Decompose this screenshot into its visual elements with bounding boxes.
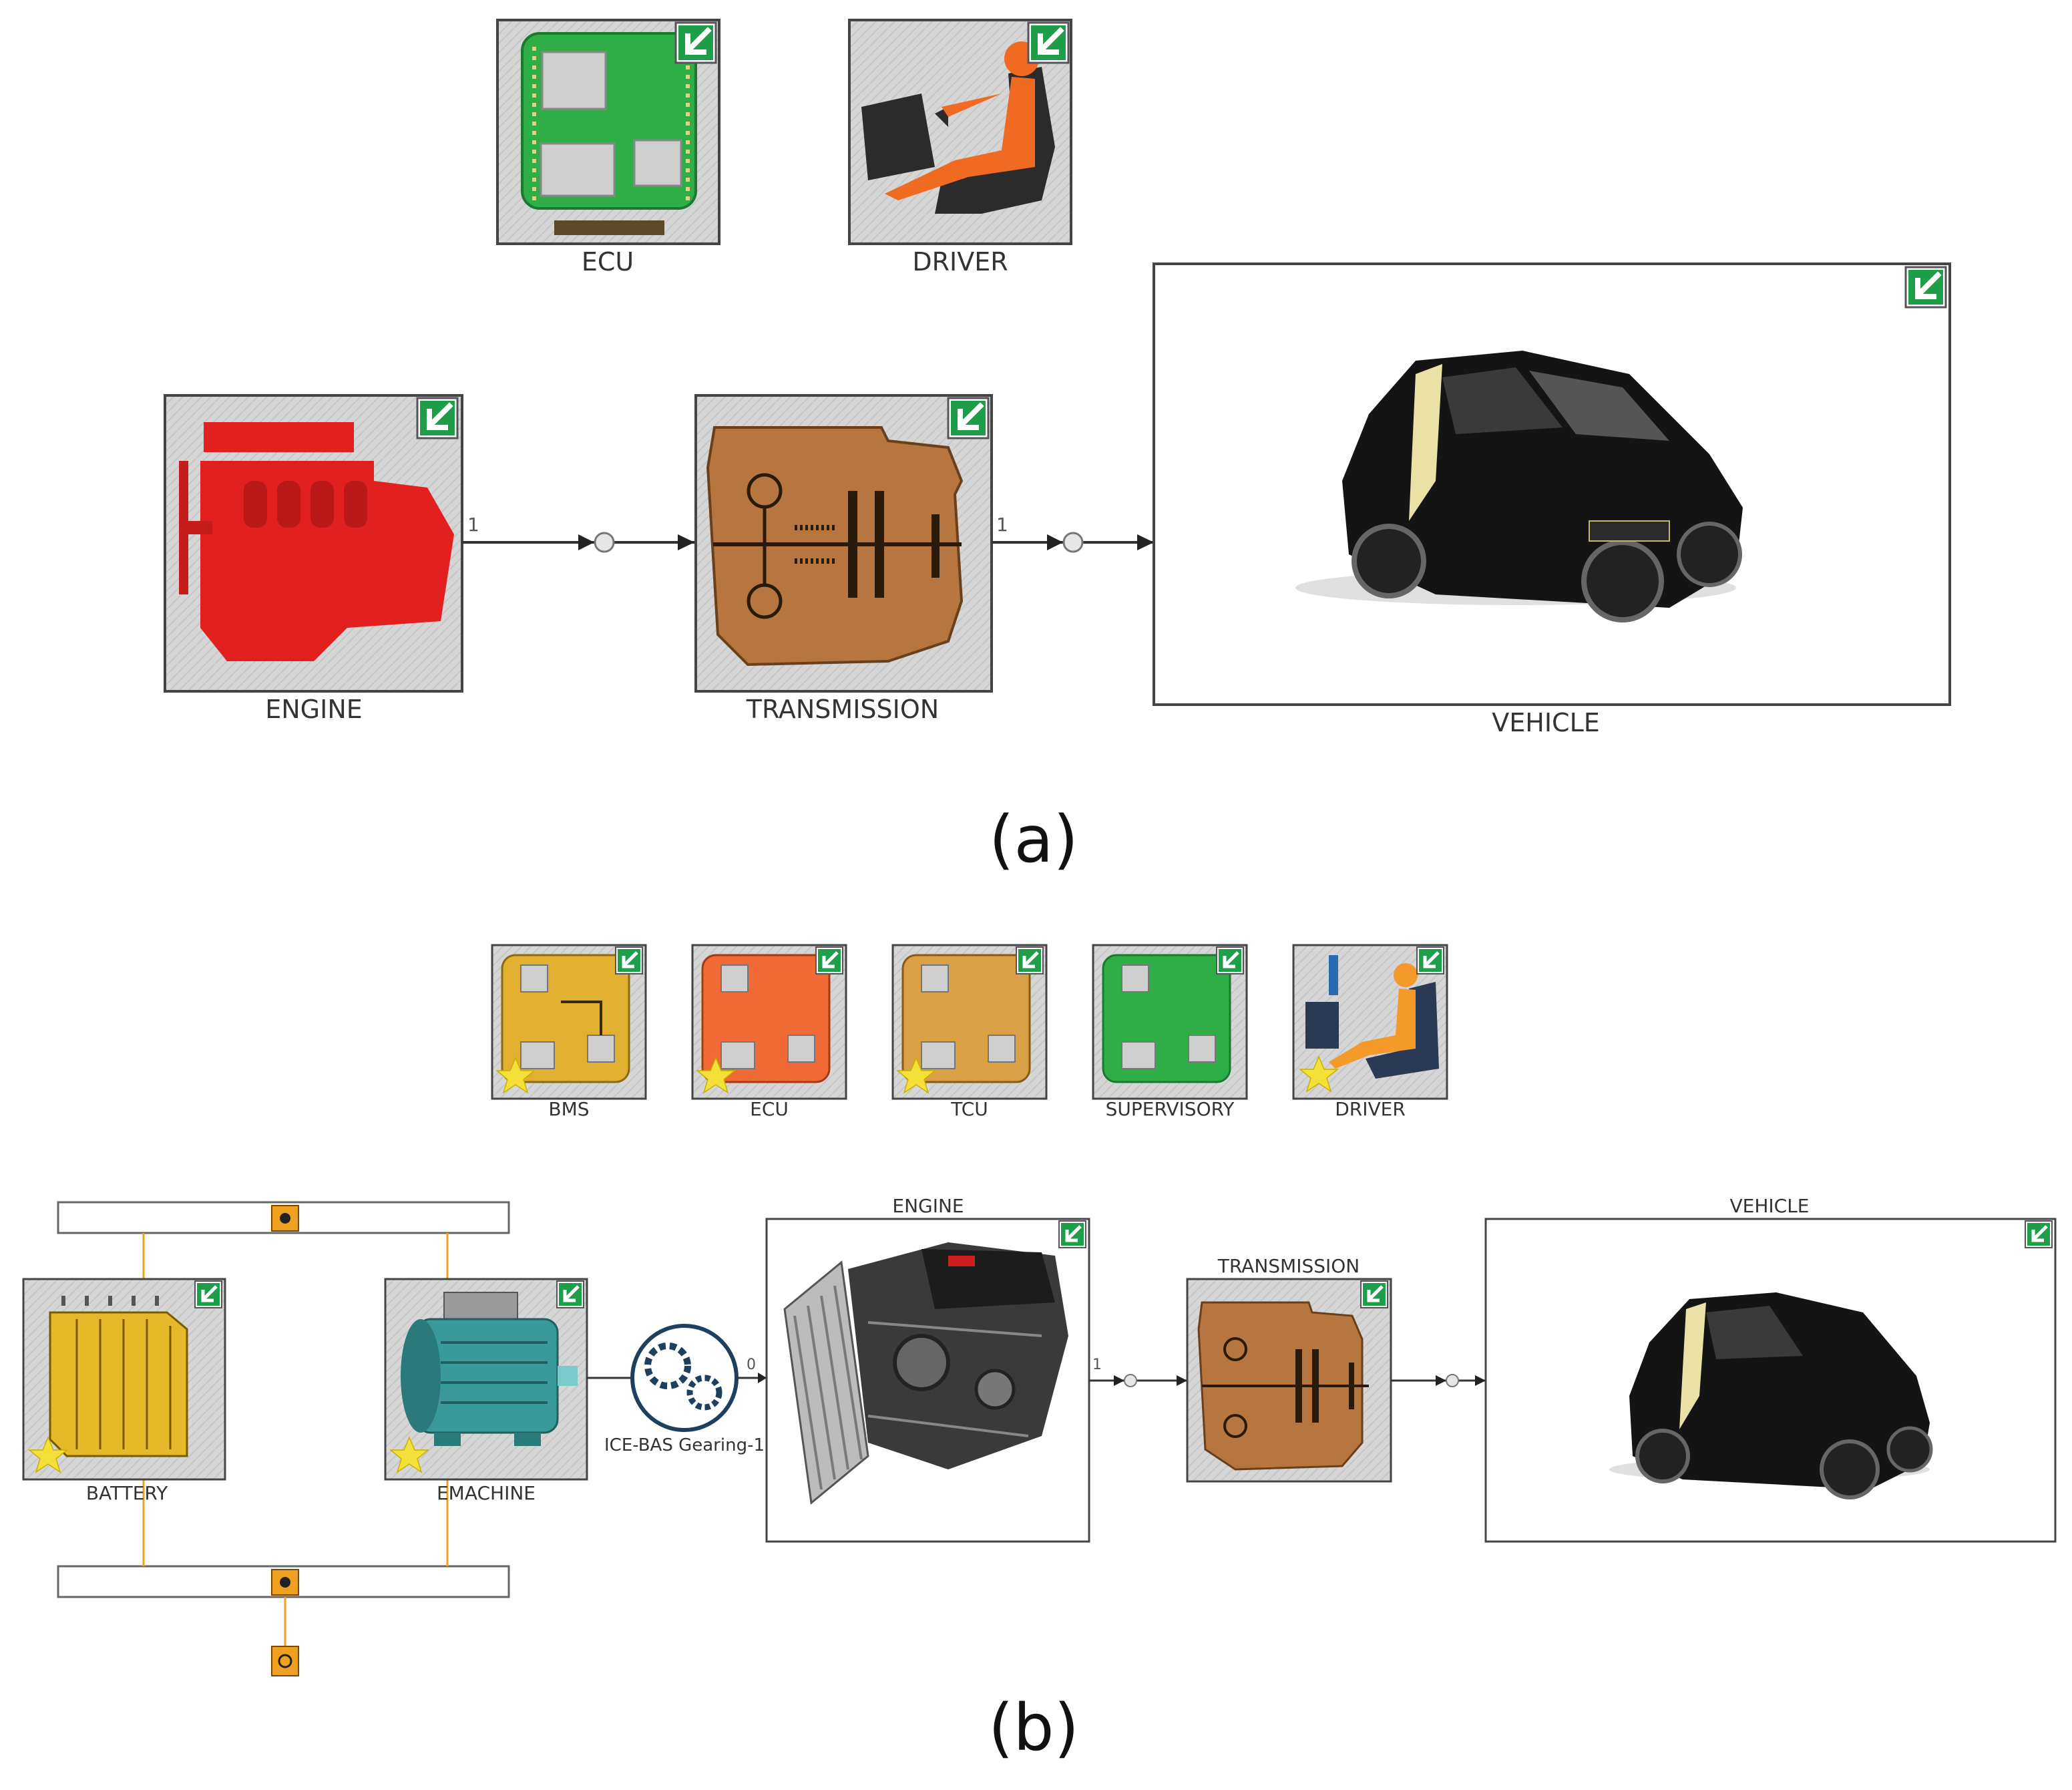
transmission-to-vehicle-connector[interactable]	[992, 532, 1154, 553]
vehicle-block[interactable]	[1153, 262, 1951, 706]
controller-label-driver: DRIVER	[1335, 1098, 1406, 1120]
bms-check-icon	[616, 947, 642, 974]
driver-check-icon	[1028, 23, 1068, 63]
engine-b-check-icon	[1059, 1221, 1086, 1248]
battery-block[interactable]	[22, 1278, 226, 1481]
transmission-b-to-vehicle-b-connector[interactable]	[1391, 1374, 1486, 1387]
transmission-b-label: TRANSMISSION	[1217, 1255, 1360, 1277]
engine-to-transmission-connector[interactable]	[462, 532, 694, 553]
engine-photo	[783, 1242, 1068, 1505]
panel-a-caption: (a)	[989, 802, 1078, 877]
controller-tcu[interactable]	[891, 944, 1048, 1100]
battery-label: BATTERY	[86, 1482, 168, 1504]
engine-b-label: ENGINE	[892, 1195, 964, 1217]
driver-block[interactable]	[848, 19, 1072, 245]
driver-b-check-icon	[1417, 947, 1444, 974]
engine-check-icon	[417, 398, 457, 438]
engine-block[interactable]	[164, 394, 463, 693]
driver-label: DRIVER	[912, 247, 1008, 277]
ecu-block[interactable]	[496, 19, 720, 245]
gearbox-icon	[706, 426, 964, 667]
controller-ecu[interactable]	[691, 944, 847, 1100]
engine-b-to-transmission-b-connector[interactable]	[1089, 1374, 1187, 1387]
vehicle-b-block[interactable]	[1484, 1218, 2057, 1543]
transmission-b-check-icon	[1361, 1281, 1388, 1308]
vehicle-b-label: VEHICLE	[1730, 1195, 1810, 1217]
car-b-image	[1609, 1292, 1933, 1499]
vehicle-label: VEHICLE	[1492, 708, 1600, 737]
controller-label-ecu: ECU	[750, 1098, 789, 1120]
gear-port-label: 0	[747, 1357, 756, 1373]
ecu-b-check-icon	[816, 947, 843, 974]
transmission-check-icon	[948, 398, 988, 438]
tcu-check-icon	[1016, 947, 1043, 974]
panel-a: ECU DRIVER	[164, 19, 1951, 877]
ecu-chip-icon	[521, 32, 697, 235]
controller-label-tcu: TCU	[950, 1098, 988, 1120]
ecu-label: ECU	[582, 247, 634, 277]
gear-label: ICE-BAS Gearing-1	[604, 1435, 765, 1455]
electric-motor-icon	[401, 1292, 578, 1446]
emachine-check-icon	[557, 1281, 584, 1308]
ecu-check-icon	[676, 23, 716, 63]
controller-driver[interactable]	[1292, 944, 1448, 1100]
driver-seated-icon	[861, 41, 1055, 214]
electrical-bus-top[interactable]	[57, 1201, 510, 1234]
engine-port-label: 1	[467, 514, 479, 536]
transmission-label: TRANSMISSION	[746, 695, 939, 724]
car-image	[1295, 351, 1743, 622]
engine-label: ENGINE	[265, 695, 363, 724]
panel-b: BMS ECU TCU SUPERVISORY DRIVER	[22, 944, 2057, 1765]
vehicle-check-icon	[1906, 267, 1946, 307]
gearbox-b-icon	[1197, 1301, 1369, 1471]
engine-b-port-label: 1	[1092, 1357, 1102, 1373]
controller-label-supervisory: SUPERVISORY	[1106, 1098, 1235, 1120]
ground-terminal-icon[interactable]	[271, 1646, 299, 1676]
battery-check-icon	[195, 1281, 222, 1308]
engine-icon	[179, 422, 454, 661]
transmission-block[interactable]	[694, 394, 993, 693]
controller-label-bms: BMS	[548, 1098, 589, 1120]
controller-supervisory[interactable]	[1092, 944, 1248, 1100]
transmission-port-label: 1	[996, 514, 1008, 536]
emachine-block[interactable]	[384, 1278, 588, 1481]
transmission-b-block[interactable]	[1186, 1278, 1392, 1483]
supervisory-check-icon	[1217, 947, 1243, 974]
bus-wires	[142, 1233, 449, 1646]
panel-b-caption: (b)	[988, 1690, 1079, 1765]
battery-pack-icon	[49, 1296, 188, 1457]
emachine-label: EMACHINE	[437, 1482, 536, 1504]
ice-bas-gearing-icon[interactable]	[630, 1324, 739, 1432]
controller-bms[interactable]	[491, 944, 647, 1100]
electrical-bus-bottom[interactable]	[57, 1565, 510, 1598]
engine-b-block[interactable]	[765, 1218, 1090, 1543]
vehicle-b-check-icon	[2025, 1221, 2052, 1248]
